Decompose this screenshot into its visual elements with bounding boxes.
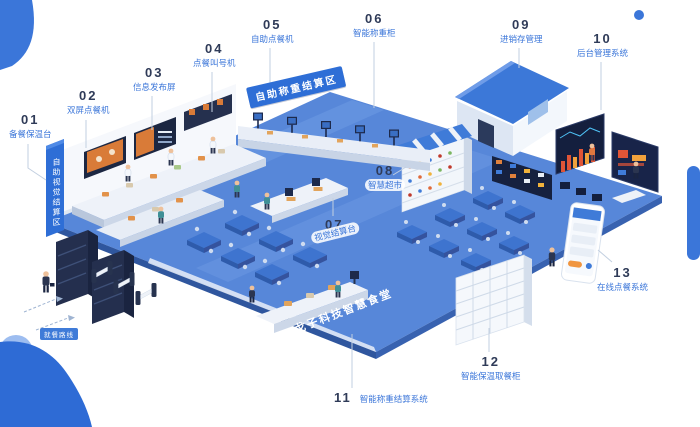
callout-label: 智能保温取餐柜 <box>458 370 524 382</box>
callout-number: 11 <box>334 390 352 405</box>
callout-11-weighing-settlement-system: 11 智能称重结算系统 <box>334 391 431 405</box>
callout-number: 12 <box>481 354 500 369</box>
callout-label: 智能称重结算系统 <box>356 392 431 405</box>
callout-number: 01 <box>21 112 40 127</box>
callout-label: 智慧超市 <box>365 179 406 191</box>
callout-12-heated-pickup-locker: 12 智能保温取餐柜 <box>458 355 524 382</box>
callout-number: 10 <box>593 31 612 46</box>
callout-label: 信息发布屏 <box>130 81 179 93</box>
callout-13-online-ordering-system: 13 在线点餐系统 <box>594 265 652 293</box>
callout-number: 04 <box>205 41 224 56</box>
callout-number: 05 <box>263 17 282 32</box>
zone-banner-vision-settlement: 自助视觉结算区 <box>52 157 61 229</box>
callout-07-vision-checkout: 07 视觉结算台 <box>310 218 360 245</box>
callout-09-inventory-management: 09 进销存管理 <box>497 18 546 45</box>
callout-10-backend-system: 10 后台管理系统 <box>574 31 632 59</box>
callout-label: 备餐保温台 <box>6 128 55 140</box>
dining-tables <box>187 186 535 286</box>
menu-screen-wall <box>492 156 552 200</box>
vision-banner-panel <box>46 139 64 237</box>
people-figures <box>42 136 639 303</box>
callout-01-warming-table: 01 备餐保温台 <box>6 113 55 140</box>
callout-label: 智能称重柜 <box>350 27 399 39</box>
phone-mockup <box>561 202 605 284</box>
callout-number: 06 <box>365 11 384 26</box>
callout-number: 08 <box>375 163 395 178</box>
callout-number: 13 <box>613 265 632 280</box>
callout-label: 自助点餐机 <box>248 33 297 45</box>
dining-route-tag: 就餐路线 <box>40 328 78 340</box>
callout-06-smart-weighing-cabinet: 06 智能称重柜 <box>350 12 399 39</box>
pickup-racks <box>56 230 134 324</box>
serving-counters <box>72 144 348 247</box>
pickup-locker-wall <box>455 254 532 346</box>
callout-08-smart-market: 08 智慧超市 <box>365 163 406 191</box>
callout-04-queue-caller: 04 点餐叫号机 <box>190 42 239 69</box>
callout-label: 在线点餐系统 <box>594 281 652 293</box>
callout-number: 03 <box>145 65 164 80</box>
warehouse-house <box>455 61 569 156</box>
callout-number: 09 <box>512 17 531 32</box>
callout-label: 双屏点餐机 <box>64 104 113 116</box>
callout-number: 02 <box>79 88 98 103</box>
callout-label: 点餐叫号机 <box>190 57 239 69</box>
callout-label: 进销存管理 <box>497 33 546 45</box>
callout-label: 后台管理系统 <box>574 47 632 59</box>
weighing-counter <box>238 112 430 171</box>
turnstile-gates <box>91 261 157 305</box>
callout-05-self-order-kiosk: 05 自助点餐机 <box>248 18 297 45</box>
callout-02-dual-screen-kiosk: 02 双屏点餐机 <box>64 89 113 116</box>
callout-03-info-display: 03 信息发布屏 <box>130 66 179 93</box>
